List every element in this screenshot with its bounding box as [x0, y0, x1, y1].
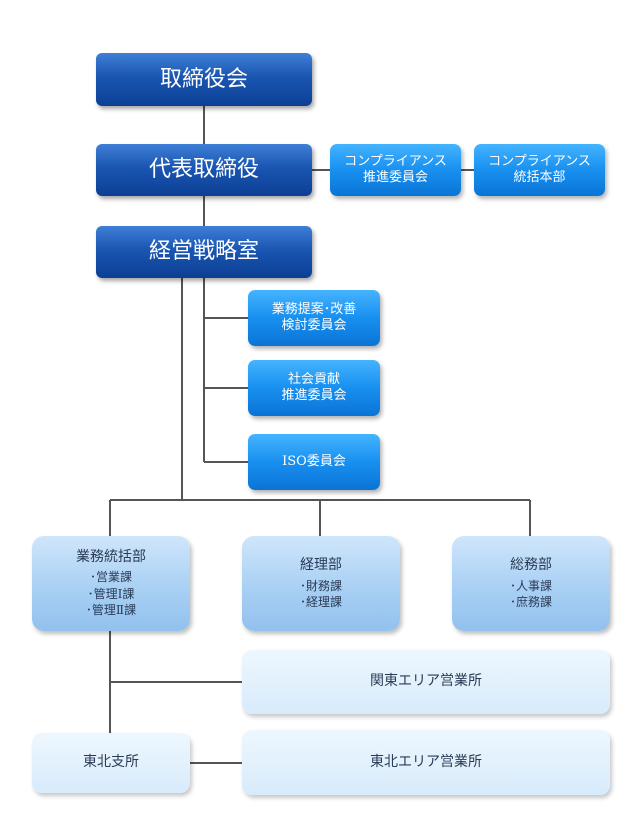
social-committee-line1: 社会貢献 — [287, 371, 340, 387]
iso-committee-label: ISO委員会 — [282, 453, 346, 469]
improvement-committee-line2: 検討委員会 — [281, 318, 347, 333]
strategy-office-node: 経営戦略室 — [96, 226, 312, 278]
improvement-committee-line1: 業務提案･改善 — [271, 301, 357, 317]
accounting-dept-node: 経理部 ･財務課 ･経理課 — [242, 536, 400, 631]
board-node: 取締役会 — [96, 53, 312, 106]
general-dept-node: 総務部 ･人事課 ･庶務課 — [452, 536, 610, 631]
business-dept-section: ･営業課 — [89, 570, 132, 585]
tohoku-branch-label: 東北支所 — [83, 754, 139, 771]
ceo-node: 代表取締役 — [96, 144, 312, 196]
tohoku-office-label: 東北エリア営業所 — [370, 753, 482, 770]
compliance-hq-node: コンプライアンス 統括本部 — [474, 144, 605, 196]
compliance-committee-line2: 推進委員会 — [362, 170, 428, 185]
business-dept-title: 業務統括部 — [76, 548, 146, 565]
general-dept-section: ･庶務課 — [509, 594, 552, 609]
strategy-office-label: 経営戦略室 — [148, 239, 259, 265]
general-dept-section: ･人事課 — [509, 578, 552, 593]
accounting-dept-section: ･財務課 — [299, 578, 342, 593]
ceo-label: 代表取締役 — [148, 157, 259, 183]
tohoku-branch-node: 東北支所 — [32, 733, 190, 793]
social-committee-line2: 推進委員会 — [281, 388, 347, 403]
general-dept-title: 総務部 — [510, 557, 552, 574]
compliance-committee-line1: コンプライアンス — [344, 153, 447, 169]
tohoku-office-node: 東北エリア営業所 — [242, 730, 610, 795]
social-committee-node: 社会貢献 推進委員会 — [248, 360, 380, 416]
kanto-office-node: 関東エリア営業所 — [242, 650, 610, 714]
accounting-dept-section: ･経理課 — [299, 594, 342, 609]
business-dept-section: ･管理Ⅱ課 — [85, 602, 137, 617]
business-dept-section: ･管理Ⅰ課 — [87, 586, 135, 601]
board-label: 取締役会 — [159, 66, 248, 92]
business-dept-node: 業務統括部 ･営業課 ･管理Ⅰ課 ･管理Ⅱ課 — [32, 536, 190, 631]
compliance-hq-line1: コンプライアンス — [488, 153, 591, 169]
kanto-office-label: 関東エリア営業所 — [370, 673, 482, 690]
improvement-committee-node: 業務提案･改善 検討委員会 — [248, 290, 380, 346]
iso-committee-node: ISO委員会 — [248, 434, 380, 490]
accounting-dept-title: 経理部 — [300, 557, 342, 574]
compliance-committee-node: コンプライアンス 推進委員会 — [330, 144, 461, 196]
compliance-hq-line2: 統括本部 — [513, 170, 566, 185]
